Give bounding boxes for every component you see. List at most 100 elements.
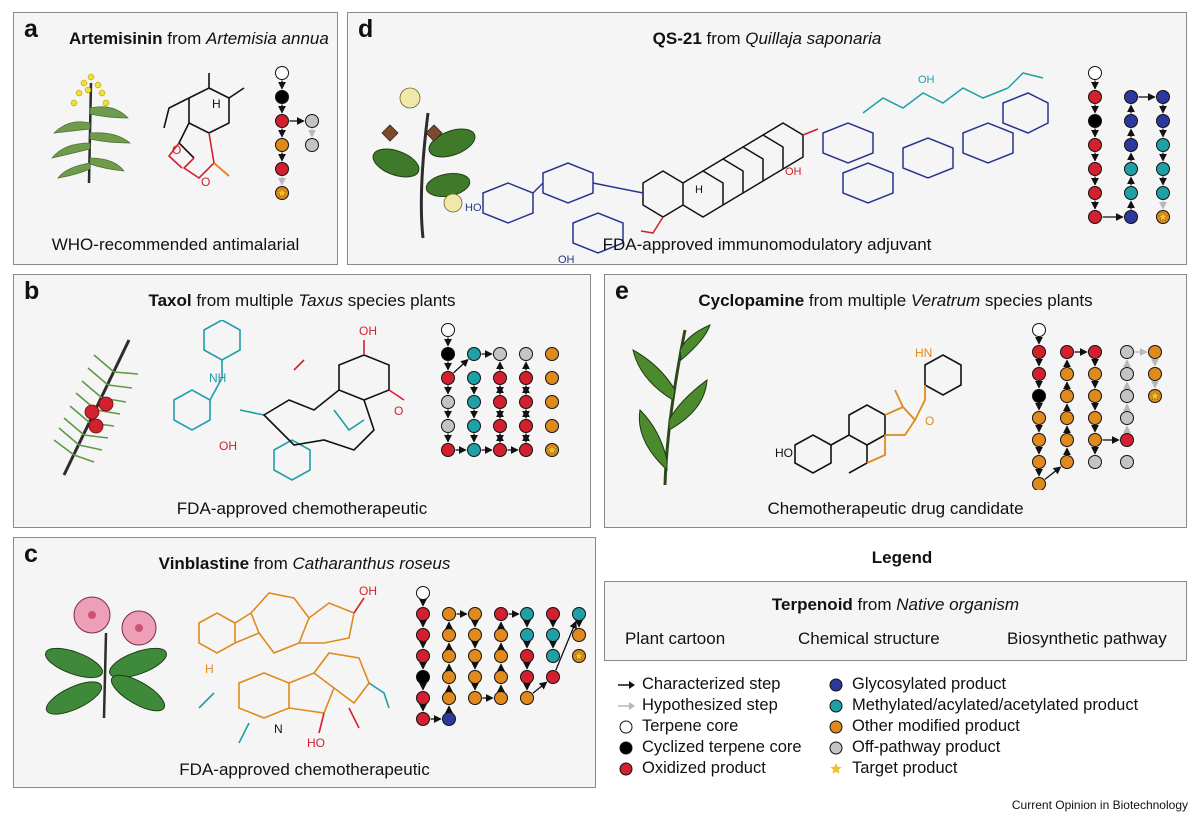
legend-example-box: Terpenoid from Native organism Plant car… — [604, 581, 1187, 661]
dot-icon — [829, 741, 843, 754]
legend-example-title: Terpenoid from Native organism — [605, 595, 1186, 615]
dot-icon — [619, 762, 633, 775]
pathway-node-orange — [1060, 389, 1074, 403]
pathway-node-orange — [442, 670, 456, 684]
pathway-node-orange — [1088, 411, 1102, 425]
qs21-ho-label: HO — [465, 202, 482, 214]
pathway-node-black — [1032, 389, 1046, 403]
artemisinin-structure: H O O — [163, 73, 245, 188]
taxol-nh-label: NH — [209, 371, 226, 385]
pathway-node-red — [519, 395, 533, 409]
vinblastine-structure: OH H N HO — [198, 584, 390, 750]
cyclopamine-o-label: O — [925, 414, 934, 428]
dot-icon — [829, 720, 843, 733]
veratrum-plant-cartoon — [632, 324, 711, 486]
pathway-node-red — [416, 628, 430, 642]
pathway-node-orange — [545, 419, 559, 433]
pathway-node-black — [275, 90, 289, 104]
dot-icon — [829, 699, 843, 712]
pathway-node-orange — [1088, 433, 1102, 447]
panel-b-title: Taxol from multiple Taxus species plants — [14, 291, 590, 311]
pathway-node-orange — [468, 607, 482, 621]
pathway-node-gray — [1120, 389, 1134, 403]
panel-a: a Artemisinin from Artemisia annua H O O — [13, 12, 338, 265]
panel-a-compound: Artemisinin — [69, 29, 163, 48]
legend-key-label: Oxidized product — [642, 759, 766, 777]
pathway-node-orange — [494, 691, 508, 705]
pathway-node-red — [441, 443, 455, 457]
panel-a-from: from — [162, 29, 206, 48]
panel-e-compound: Cyclopamine — [698, 291, 805, 310]
pathway-node-red — [416, 691, 430, 705]
pathway-node-red — [275, 114, 289, 128]
panel-b-caption: FDA-approved chemotherapeutic — [176, 499, 428, 518]
panel-e-title: Cyclopamine from multiple Veratrum speci… — [605, 291, 1186, 311]
taxol-oh-label: OH — [219, 439, 237, 453]
pathway-node-orange — [1060, 455, 1074, 469]
legend-key-label: Terpene core — [642, 717, 739, 735]
legend-key-oxidized-product: Oxidized product — [616, 759, 766, 778]
vinblastine-pathway[interactable] — [409, 583, 589, 743]
target-star-icon — [573, 650, 585, 661]
pathway-node-orange — [442, 649, 456, 663]
pathway-node-orange — [494, 628, 508, 642]
cyclopamine-pathway[interactable] — [1025, 320, 1175, 490]
pathway-node-red — [493, 419, 507, 433]
legend-key-methylated-acylated-acetylated-product: Methylated/acylated/acetylated product — [826, 696, 1138, 715]
cyclopamine-structure: HO HN O — [775, 346, 962, 474]
panel-e-from: from multiple — [804, 291, 911, 310]
panel-c-title: Vinblastine from Catharanthus roseus — [14, 554, 595, 574]
pathway-node-orange — [1032, 411, 1046, 425]
vinblastine-n-label: N — [274, 722, 283, 736]
panel-b-letter: b — [24, 277, 40, 305]
pathway-node-black — [441, 347, 455, 361]
pathway-node-white — [416, 586, 430, 600]
pathway-node-red — [519, 443, 533, 457]
pathway-node-gray — [493, 347, 507, 361]
legend-key-label: Methylated/acylated/acetylated product — [852, 696, 1139, 714]
legend-key-target-product: Target product — [826, 759, 957, 778]
pathway-node-teal — [572, 607, 586, 621]
taxol-pathway[interactable] — [434, 320, 579, 490]
pathway-node-orange — [1032, 477, 1046, 490]
pathway-node-red — [546, 607, 560, 621]
pathway-node-red — [519, 419, 533, 433]
panel-b-suffix: species plants — [343, 291, 456, 310]
panel-b-organism: Taxus — [298, 291, 344, 310]
pathway-node-orange — [1032, 455, 1046, 469]
pathway-node-orange — [1060, 411, 1074, 425]
legend-key-off-pathway-product: Off-pathway product — [826, 738, 1000, 757]
panel-a-letter: a — [24, 15, 38, 43]
qs21-pathway[interactable] — [1083, 63, 1183, 233]
qs21-h-label: H — [695, 184, 703, 196]
pathway-node-red — [416, 712, 430, 726]
pathway-node-red — [493, 395, 507, 409]
pathway-node-orange — [494, 670, 508, 684]
dot-icon — [619, 720, 633, 733]
pathway-node-orange — [1032, 433, 1046, 447]
pathway-node-blue — [1124, 114, 1138, 128]
pathway-node-teal — [546, 628, 560, 642]
panel-d-compound: QS-21 — [652, 29, 702, 48]
pathway-node-teal — [467, 347, 481, 361]
legend-key-label: Cyclized terpene core — [642, 738, 802, 756]
pathway-step-arrow — [453, 358, 469, 374]
pathway-node-orange — [572, 628, 586, 642]
pathway-node-red — [1088, 210, 1102, 224]
panel-c-from: from — [249, 554, 293, 573]
artemisinin-pathway[interactable] — [264, 63, 334, 223]
pathway-node-orange — [1088, 367, 1102, 381]
pathway-node-gray — [1120, 367, 1134, 381]
pathway-node-orange — [1060, 433, 1074, 447]
pathway-node-orange — [1088, 389, 1102, 403]
taxol-structure: NH OH OH O — [173, 320, 405, 481]
pathway-node-red — [1032, 345, 1046, 359]
pathway-step-arrow — [555, 620, 577, 671]
pathway-node-orange — [494, 649, 508, 663]
pathway-node-white — [275, 66, 289, 80]
pathway-node-black — [416, 670, 430, 684]
legend-key-terpene-core: Terpene core — [616, 717, 738, 736]
pathway-node-red — [416, 607, 430, 621]
panel-c-caption: FDA-approved chemotherapeutic — [179, 760, 430, 779]
qs21-oh3-label: OH — [918, 74, 935, 86]
